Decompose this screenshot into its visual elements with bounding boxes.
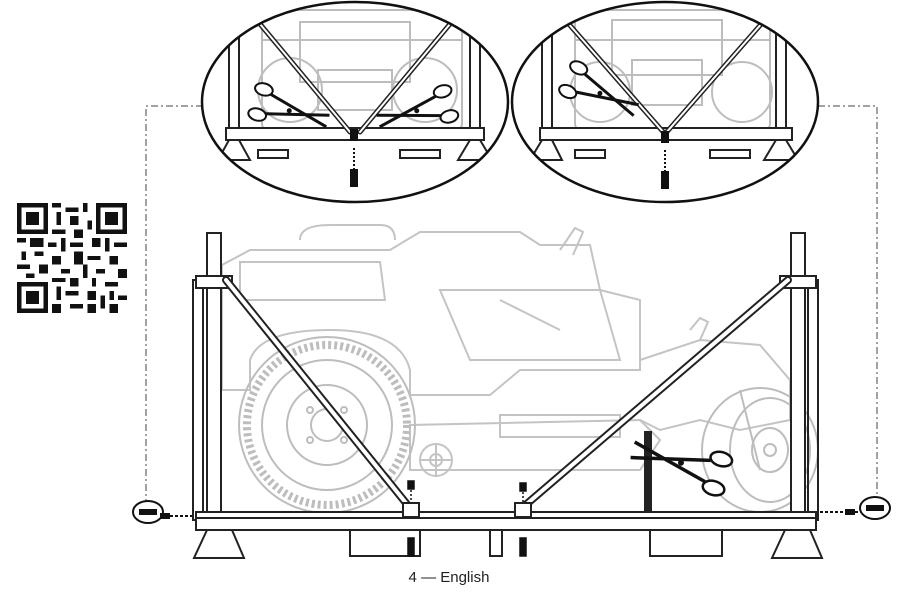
bolt-icon [350,129,358,187]
strap-right [518,276,792,512]
crate-frame [192,232,824,559]
scissors-icon [630,440,734,497]
bolt-icon [407,480,527,557]
detail-view-right [510,0,820,204]
page-footer: 4 — English [0,569,898,586]
side-bolt-callout-left [132,500,192,524]
scissors-icon [558,60,640,117]
strap-left [222,276,414,512]
scissors-icon [247,82,330,129]
strap-clip [402,502,532,518]
callout-leader-lines [145,105,878,505]
bolt-icon [661,131,669,189]
language-label: English [440,569,490,586]
scissors-icon [376,84,460,129]
qr-code-icon [17,203,127,313]
page-number: 4 [408,569,417,586]
footer-separator: — [421,569,437,586]
side-bolt-callout-right [820,496,891,520]
